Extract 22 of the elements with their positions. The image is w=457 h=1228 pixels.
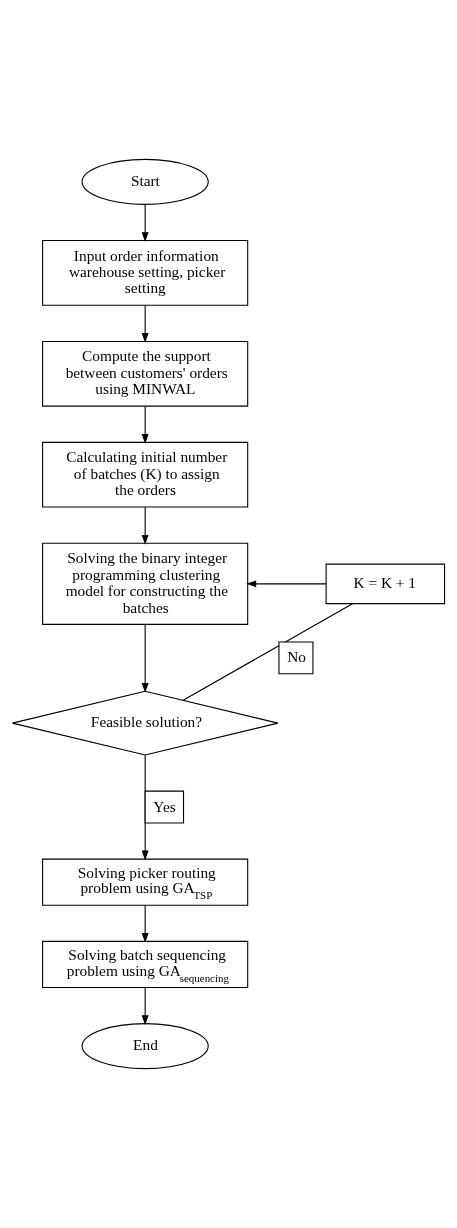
node-ellipse: Start	[81, 158, 209, 205]
arrow	[141, 506, 149, 545]
edge-label: No	[287, 648, 306, 666]
arrow	[141, 203, 149, 243]
arrow	[246, 580, 327, 588]
node-box: Solving the binary integer programming clustering model for constructing the batches	[42, 542, 249, 625]
node-diamond: Feasible solution?	[11, 690, 279, 756]
arrow	[141, 406, 149, 444]
node-box: Calculating initial number of batches (K) to assign the orders	[42, 441, 249, 508]
node-box: Input order information warehouse setting, picker setting	[42, 240, 249, 306]
arrow	[141, 624, 149, 693]
arrow	[141, 987, 149, 1026]
node-ellipse: End	[81, 1023, 209, 1070]
connector	[182, 603, 353, 701]
node-box: K = K + 1	[325, 563, 446, 605]
edge-label: Yes	[153, 797, 176, 815]
node-box: Solving picker routing problem using GA$_{TSP}$	[42, 858, 249, 906]
node-box: Compute the support between customers' orders using MINWAL	[42, 340, 249, 407]
node-box: Solving batch sequencing problem using GA$_{sequencing}$	[42, 940, 249, 988]
arrow	[141, 905, 149, 943]
arrow	[141, 754, 149, 861]
arrow	[141, 305, 149, 343]
